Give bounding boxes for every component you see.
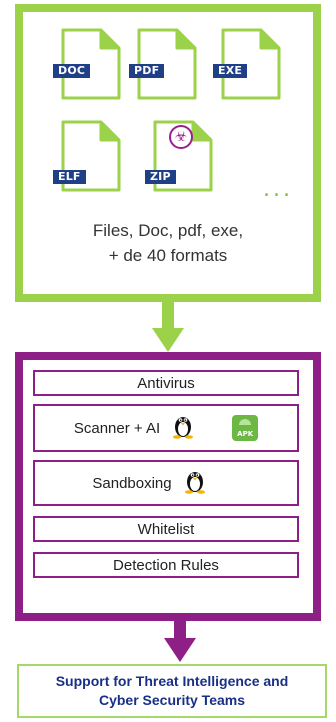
windows-logo-icon <box>210 470 240 496</box>
linux-tux-icon <box>184 468 206 498</box>
engine-sandboxing-label: Sandboxing <box>92 474 172 492</box>
file-tag-doc: DOC <box>53 64 91 78</box>
input-files-panel: DOC PDF EXE ELF ☣ ZIP ... Files, Doc, pd… <box>15 4 321 302</box>
file-tag-zip: ZIP <box>145 170 176 184</box>
engine-whitelist: Whitelist <box>33 516 299 542</box>
apk-label: APK <box>237 430 254 438</box>
windows-logo-icon <box>198 415 228 441</box>
engine-sandboxing: Sandboxing <box>33 460 299 506</box>
formats-caption-line2: + de 40 formats <box>108 246 228 265</box>
linux-tux-icon <box>172 413 194 443</box>
formats-caption-line1: Files, Doc, pdf, exe, <box>92 221 244 240</box>
engine-scanner-ai-label: Scanner + AI <box>73 419 161 437</box>
support-output-box: Support for Threat Intelligence and Cybe… <box>17 664 327 718</box>
more-formats-ellipsis: ... <box>263 177 293 202</box>
zip-file-icon: ☣ ZIP <box>145 120 213 192</box>
elf-file-icon: ELF <box>53 120 121 192</box>
engine-detection-rules-label: Detection Rules <box>113 556 219 574</box>
green-down-arrow <box>152 298 184 352</box>
support-line1: Support for Threat Intelligence and <box>55 673 289 689</box>
file-tag-elf: ELF <box>53 170 86 184</box>
file-tag-exe: EXE <box>213 64 248 78</box>
scanner-os-icons: APK <box>168 413 259 443</box>
file-tag-pdf: PDF <box>129 64 165 78</box>
formats-caption: Files, Doc, pdf, exe, + de 40 formats <box>23 218 313 268</box>
engine-scanner-ai: Scanner + AI APK <box>33 404 299 452</box>
exe-file-icon: EXE <box>213 28 281 100</box>
purple-down-arrow <box>164 614 196 662</box>
pdf-file-icon: PDF <box>129 28 197 100</box>
biohazard-icon: ☣ <box>169 125 193 149</box>
android-apk-icon: APK <box>232 415 259 441</box>
engine-whitelist-label: Whitelist <box>137 520 195 538</box>
engine-detection-rules: Detection Rules <box>33 552 299 578</box>
analysis-engines-panel: Antivirus Scanner + AI <box>15 352 321 621</box>
engine-antivirus-label: Antivirus <box>137 374 195 392</box>
sandbox-os-icons <box>180 468 240 498</box>
support-line2: Cyber Security Teams <box>98 692 245 708</box>
doc-file-icon: DOC <box>53 28 121 100</box>
engine-antivirus: Antivirus <box>33 370 299 396</box>
